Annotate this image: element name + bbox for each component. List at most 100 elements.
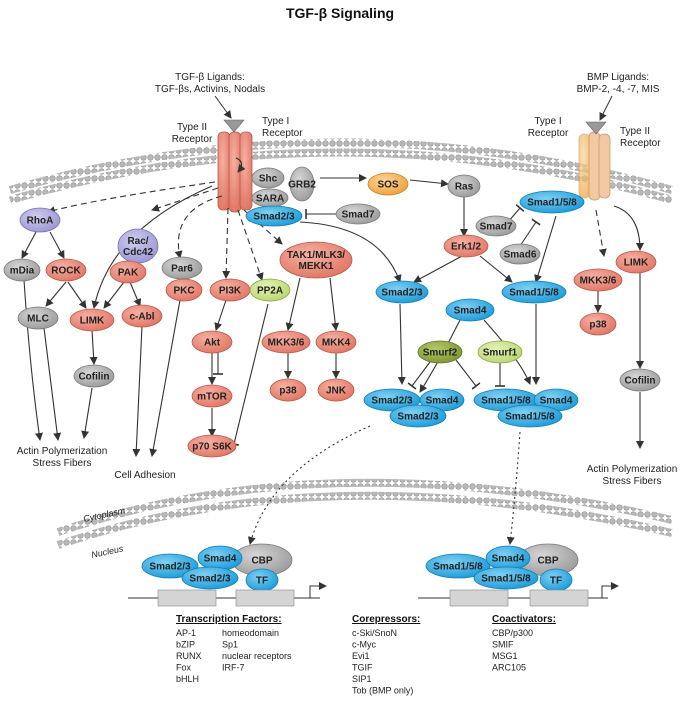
node-label: Smad4	[454, 306, 487, 317]
node-label: CBP	[251, 556, 272, 567]
node-pp2a: PP2A	[249, 278, 291, 302]
node-label: Smad7	[342, 210, 375, 221]
node-label: MKK3/6	[580, 276, 617, 287]
node-shape	[501, 280, 567, 304]
node-cofilin-left: Cofilin	[73, 364, 115, 388]
cell-adhesion-label: Cell Adhesion	[114, 470, 175, 481]
node-label: TAK1/MLK3/	[287, 250, 345, 261]
node-shape	[315, 330, 357, 354]
type2-receptor-right-l1: Type II	[620, 126, 650, 137]
diagram-title: TGF-β Signaling	[286, 5, 394, 21]
node-shape	[251, 167, 285, 189]
node-p38-center: p38	[269, 378, 307, 402]
node-label: LIMK	[624, 258, 649, 269]
node-label: Cdc42	[123, 247, 153, 258]
legend-corep-item: Tob (BMP only)	[352, 686, 413, 696]
node-label: RhoA	[27, 216, 54, 227]
node-label: Smad4	[492, 554, 525, 565]
node-shape	[279, 241, 353, 279]
legend-tf-item: Sp1	[222, 640, 238, 650]
node-shape	[445, 298, 495, 322]
legend-tf-item: RUNX	[176, 651, 202, 661]
node-label: Smad4	[426, 396, 459, 407]
node-mtor: mTOR	[191, 384, 233, 408]
node-nuc-left-smad23: Smad2/3	[141, 553, 199, 579]
node-label: Smad1/5/8	[433, 562, 483, 573]
legend-tf-item: Fox	[176, 663, 192, 673]
node-smad4-mid: Smad4	[445, 298, 495, 322]
node-shape	[73, 364, 115, 388]
node-label: JNK	[326, 386, 347, 397]
node-rock: ROCK	[45, 258, 87, 282]
node-shape	[191, 330, 233, 354]
node-label: TF	[550, 576, 562, 587]
node-smad6: Smad6	[499, 243, 541, 265]
legend-corep-item: TGIF	[352, 663, 373, 673]
node-label: Smad1/5/8	[505, 412, 555, 423]
node-label: p38	[279, 386, 297, 397]
node-shape	[619, 368, 661, 392]
node-shape	[615, 250, 657, 274]
nuclear-membrane	[56, 478, 673, 549]
node-label: MLC	[27, 314, 49, 325]
node-limk-right: LIMK	[615, 250, 657, 274]
node-rac: Rac/Cdc42	[117, 228, 159, 264]
type2-receptor-left-l1: Type II	[177, 122, 207, 133]
legend-corep-header: Corepressors:	[352, 614, 420, 625]
node-label: PP2A	[257, 286, 283, 297]
node-shape	[17, 306, 59, 330]
node-shape	[317, 378, 355, 402]
node-shape	[121, 304, 163, 328]
node-smurf1: Smurf1	[477, 340, 523, 364]
node-label: Smad2/3	[189, 574, 231, 585]
node-shape	[269, 378, 307, 402]
node-label: p70 S6K	[192, 442, 232, 453]
legend-tf-item: AP-1	[176, 628, 196, 638]
tgf-ligands-list: TGF-βs, Activins, Nodals	[155, 84, 265, 95]
node-label: Smad2/3	[371, 396, 413, 407]
node-shape	[109, 260, 147, 284]
node-shape	[245, 205, 303, 227]
legend-corep-item: SIP1	[352, 674, 372, 684]
plasma-membrane	[8, 138, 674, 204]
node-par6: Par6	[161, 256, 203, 280]
node-shape	[19, 207, 61, 233]
node-shape	[417, 340, 463, 364]
bmp-receptor-complex	[578, 121, 611, 201]
node-nuc-left-smad4: Smad4	[197, 545, 243, 571]
legend-coact-item: ARC105	[492, 663, 526, 673]
node-mlc: MLC	[17, 306, 59, 330]
node-smad7-center: Smad7	[335, 203, 381, 225]
node-label: Smad1/5/8	[481, 396, 531, 407]
node-label: Akt	[204, 338, 221, 349]
node-limk-left: LIMK	[69, 308, 115, 332]
node-label: Cofilin	[78, 372, 109, 383]
node-shape	[3, 258, 41, 282]
type1-receptor-left-l1: Type I	[262, 116, 289, 127]
node-label: Shc	[259, 174, 278, 185]
type1-receptor-left-l2: Receptor	[262, 128, 303, 139]
pathway-edges	[21, 174, 644, 545]
node-mkk4: MKK4	[315, 330, 357, 354]
node-shape	[165, 278, 203, 302]
node-nuc-right-smad4: Smad4	[485, 545, 531, 571]
node-label: Erk1/2	[451, 242, 481, 253]
node-cofilin-right: Cofilin	[619, 368, 661, 392]
node-shape	[473, 566, 539, 590]
node-label: SARA	[256, 194, 284, 205]
node-label: PAK	[118, 268, 139, 279]
node-cx-left-c: Smad2/3	[389, 404, 447, 428]
node-label: TF	[256, 576, 268, 587]
node-label: ROCK	[51, 266, 81, 277]
node-shape	[249, 278, 291, 302]
legend-coact-item: CBP/p300	[492, 628, 533, 638]
type1-receptor-right-l1: Type I	[534, 116, 561, 127]
node-label: c-Abl	[130, 312, 155, 323]
node-label: Smurf2	[423, 348, 458, 359]
legend: Transcription Factors: AP-1bZIPRUNXFoxbH…	[176, 614, 556, 696]
node-shape	[497, 404, 563, 428]
node-sara: SARA	[251, 188, 289, 208]
node-smad23-mid: Smad2/3	[375, 280, 429, 304]
node-label: CBP	[537, 556, 558, 567]
node-smad7-right: Smad7	[475, 215, 517, 237]
